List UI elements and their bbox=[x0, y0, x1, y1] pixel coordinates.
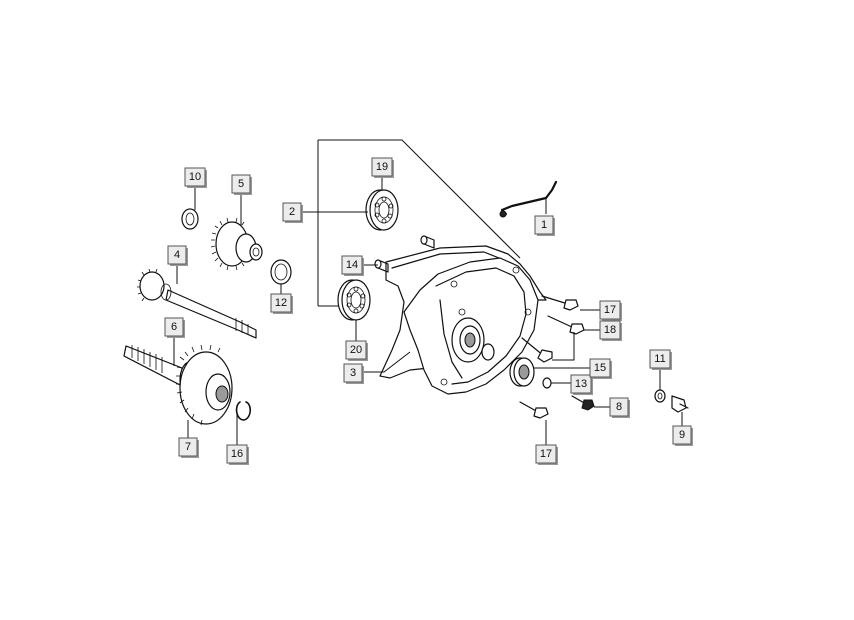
callout-tag-9: 9 bbox=[672, 425, 693, 446]
svg-text:12: 12 bbox=[275, 297, 287, 309]
svg-text:14: 14 bbox=[346, 259, 358, 271]
part-15-seal bbox=[509, 357, 535, 387]
svg-text:10: 10 bbox=[189, 171, 201, 183]
callout-tag-19: 19 bbox=[371, 157, 394, 178]
callout-tag-3: 3 bbox=[343, 363, 364, 384]
callout-tag-18: 18 bbox=[599, 320, 622, 341]
callout-tag-8: 8 bbox=[609, 397, 630, 418]
svg-text:1: 1 bbox=[541, 219, 547, 231]
svg-text:17: 17 bbox=[540, 448, 552, 460]
svg-text:6: 6 bbox=[171, 321, 177, 333]
svg-text:8: 8 bbox=[616, 401, 622, 413]
callout-tag-14: 14 bbox=[341, 255, 364, 276]
callout-tag-11: 11 bbox=[649, 349, 672, 370]
svg-text:18: 18 bbox=[604, 324, 616, 336]
part-9-bolt bbox=[671, 395, 689, 413]
part-20-bearing bbox=[337, 279, 371, 321]
callout-tag-12: 12 bbox=[270, 293, 293, 314]
part-17-bolt-lower bbox=[519, 401, 549, 419]
part-10-washer bbox=[181, 208, 199, 230]
svg-text:7: 7 bbox=[185, 441, 191, 453]
part-17-bolt-upper bbox=[541, 295, 579, 311]
callout-tag-5: 5 bbox=[231, 174, 252, 195]
svg-text:15: 15 bbox=[594, 362, 606, 374]
leader-lines bbox=[173, 178, 683, 445]
svg-text:2: 2 bbox=[289, 206, 295, 218]
callout-tag-6: 6 bbox=[164, 317, 185, 338]
svg-text:17: 17 bbox=[604, 304, 616, 316]
svg-text:13: 13 bbox=[575, 378, 587, 390]
callout-tag-16: 16 bbox=[226, 444, 249, 465]
part-8-bolt bbox=[571, 395, 595, 411]
part-3-housing bbox=[403, 257, 539, 395]
callout-tag-10: 10 bbox=[184, 167, 207, 188]
group-bracket bbox=[317, 139, 521, 307]
part-11-washer bbox=[654, 389, 666, 403]
part-16-circlip bbox=[235, 401, 252, 421]
part-14-dowels bbox=[374, 235, 435, 273]
part-6-drive-shaft bbox=[123, 344, 233, 426]
svg-text:4: 4 bbox=[174, 249, 180, 261]
part-5-gear bbox=[210, 217, 263, 271]
part-1-breather-pipe bbox=[499, 180, 558, 218]
callout-tag-1: 1 bbox=[534, 215, 555, 236]
svg-text:19: 19 bbox=[376, 161, 388, 173]
callout-tag-13: 13 bbox=[570, 374, 593, 395]
callout-tag-15: 15 bbox=[589, 358, 612, 379]
svg-text:16: 16 bbox=[231, 448, 243, 460]
part-13-washer bbox=[542, 377, 552, 389]
callout-tag-7: 7 bbox=[178, 437, 199, 458]
svg-text:11: 11 bbox=[654, 353, 665, 365]
callout-tag-2: 2 bbox=[282, 202, 303, 223]
callout-tag-4: 4 bbox=[167, 245, 188, 266]
svg-text:5: 5 bbox=[238, 178, 244, 190]
callout-tag-20: 20 bbox=[345, 340, 368, 361]
svg-text:20: 20 bbox=[350, 344, 362, 356]
part-19-bearing bbox=[365, 189, 399, 231]
callout-tag-17-upper: 17 bbox=[599, 300, 622, 321]
svg-text:9: 9 bbox=[679, 429, 685, 441]
part-18-bolts bbox=[521, 315, 585, 363]
callout-tag-17-lower: 17 bbox=[535, 444, 558, 465]
callout-tags: 1 2 3 4 5 6 7 bbox=[164, 157, 693, 465]
svg-text:3: 3 bbox=[350, 367, 356, 379]
part-4-shaft bbox=[137, 268, 257, 339]
part-12-seal bbox=[270, 259, 292, 285]
